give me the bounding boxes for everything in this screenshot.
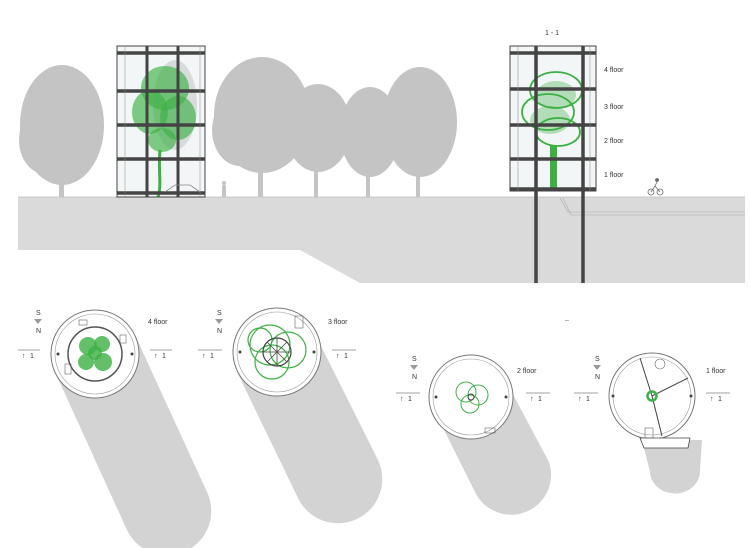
- section-floor-label-4: 4 floor: [604, 67, 624, 74]
- plan-1-compass-s: S: [595, 356, 600, 363]
- plan-3-compass-s: S: [217, 310, 222, 317]
- section-arrow-icon: ↑: [530, 396, 534, 403]
- plan-1-floor: 1 floor S N ↑ 1 ↑ 1: [574, 352, 730, 494]
- plan-4-mark-left: 1: [30, 353, 34, 360]
- plan-2-compass-s: S: [412, 356, 417, 363]
- section-arrow-icon: ↑: [400, 396, 404, 403]
- section-floor-label-2: 2 floor: [604, 138, 624, 145]
- ground-mass: [18, 197, 745, 283]
- compass-arrow-icon: [34, 319, 42, 324]
- compass-arrow-icon: [410, 365, 418, 370]
- cyclist-icon: [647, 178, 664, 196]
- plan-4-compass-s: S: [36, 310, 41, 317]
- section-title: 1 - 1: [545, 30, 559, 37]
- compass-arrow-icon: [215, 319, 223, 324]
- plan-1-mark-left: 1: [586, 396, 590, 403]
- plan-2-compass-n: N: [412, 374, 417, 381]
- plan-3-label: 3 floor: [328, 319, 348, 326]
- background-trees: [19, 57, 457, 197]
- section-arrow-icon: ↑: [710, 396, 714, 403]
- section-arrow-icon: ↑: [578, 396, 582, 403]
- plan-3-floor: 3 floor S N ↑ 1 ↑ 1: [198, 307, 383, 524]
- plan-2-floor: 2 floor S N ↑ 1 ↑ 1: [396, 354, 552, 515]
- section-arrow-icon: ↑: [22, 353, 26, 360]
- plan-4-floor: 4 floor S N ↑ 1 ↑ 1: [18, 309, 212, 548]
- plan-3-compass-n: N: [217, 328, 222, 335]
- plan-1-compass-n: N: [595, 374, 600, 381]
- plan-4-label: 4 floor: [148, 319, 168, 326]
- plan-3-mark-right: 1: [344, 353, 348, 360]
- plan-1-shadow: [642, 440, 702, 494]
- section-arrow-icon: ↑: [154, 353, 158, 360]
- plan-2-mark-right: 1: [538, 396, 542, 403]
- plan-2-mark-left: 1: [408, 396, 412, 403]
- tower-elevation: [116, 45, 206, 198]
- plan-1-mark-right: 1: [718, 396, 722, 403]
- section-arrow-icon: ↑: [202, 353, 206, 360]
- plan-4-mark-right: 1: [162, 353, 166, 360]
- svg-text:–: –: [565, 317, 569, 324]
- section-arrow-icon: ↑: [336, 353, 340, 360]
- section-1-1: 1 - 1: [509, 30, 664, 283]
- section-floor-label-1: 1 floor: [604, 172, 624, 179]
- plan-4-compass-n: N: [36, 328, 41, 335]
- section-floor-label-3: 3 floor: [604, 104, 624, 111]
- plan-2-label: 2 floor: [517, 368, 537, 375]
- plan-3-mark-left: 1: [210, 353, 214, 360]
- compass-arrow-icon: [593, 365, 601, 370]
- plan-1-label: 1 floor: [706, 368, 726, 375]
- elevation-view: 1 - 1: [18, 30, 745, 283]
